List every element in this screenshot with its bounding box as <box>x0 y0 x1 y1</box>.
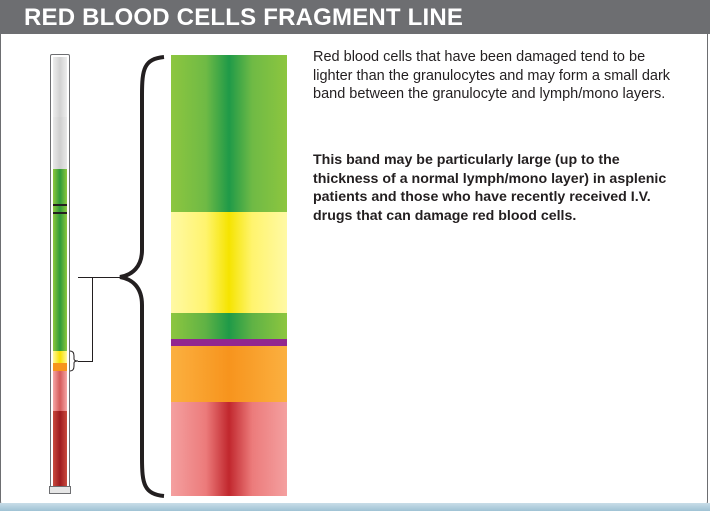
tube-marker-line <box>53 204 67 206</box>
tube-marker-line <box>53 212 67 214</box>
tube-green-layer <box>53 169 67 351</box>
page-title: RED BLOOD CELLS FRAGMENT LINE <box>24 4 464 31</box>
tube-red-layer <box>53 411 67 489</box>
connector-line <box>78 277 93 362</box>
band-red <box>171 402 287 496</box>
connector-line-top <box>91 277 121 278</box>
large-bracket-icon <box>119 55 165 498</box>
band-green <box>171 55 287 212</box>
band-yellow <box>171 212 287 313</box>
tube-orange-layer <box>53 363 67 371</box>
description-text: Red blood cells that have been damaged t… <box>313 49 671 102</box>
tube-body <box>50 54 70 490</box>
bottom-edge <box>0 503 710 511</box>
tube-yellow-layer <box>53 351 67 363</box>
band-orange <box>171 346 287 402</box>
tube-pink-layer <box>53 371 67 411</box>
tube-plasma-layer-lower <box>53 117 67 169</box>
band-green-lower <box>171 313 287 339</box>
header-bar: RED BLOOD CELLS FRAGMENT LINE <box>0 0 710 34</box>
band-purple-fragment-line <box>171 339 287 346</box>
description-bold-text: This band may be particularly large (up … <box>313 152 667 224</box>
tube-cap <box>49 486 71 494</box>
